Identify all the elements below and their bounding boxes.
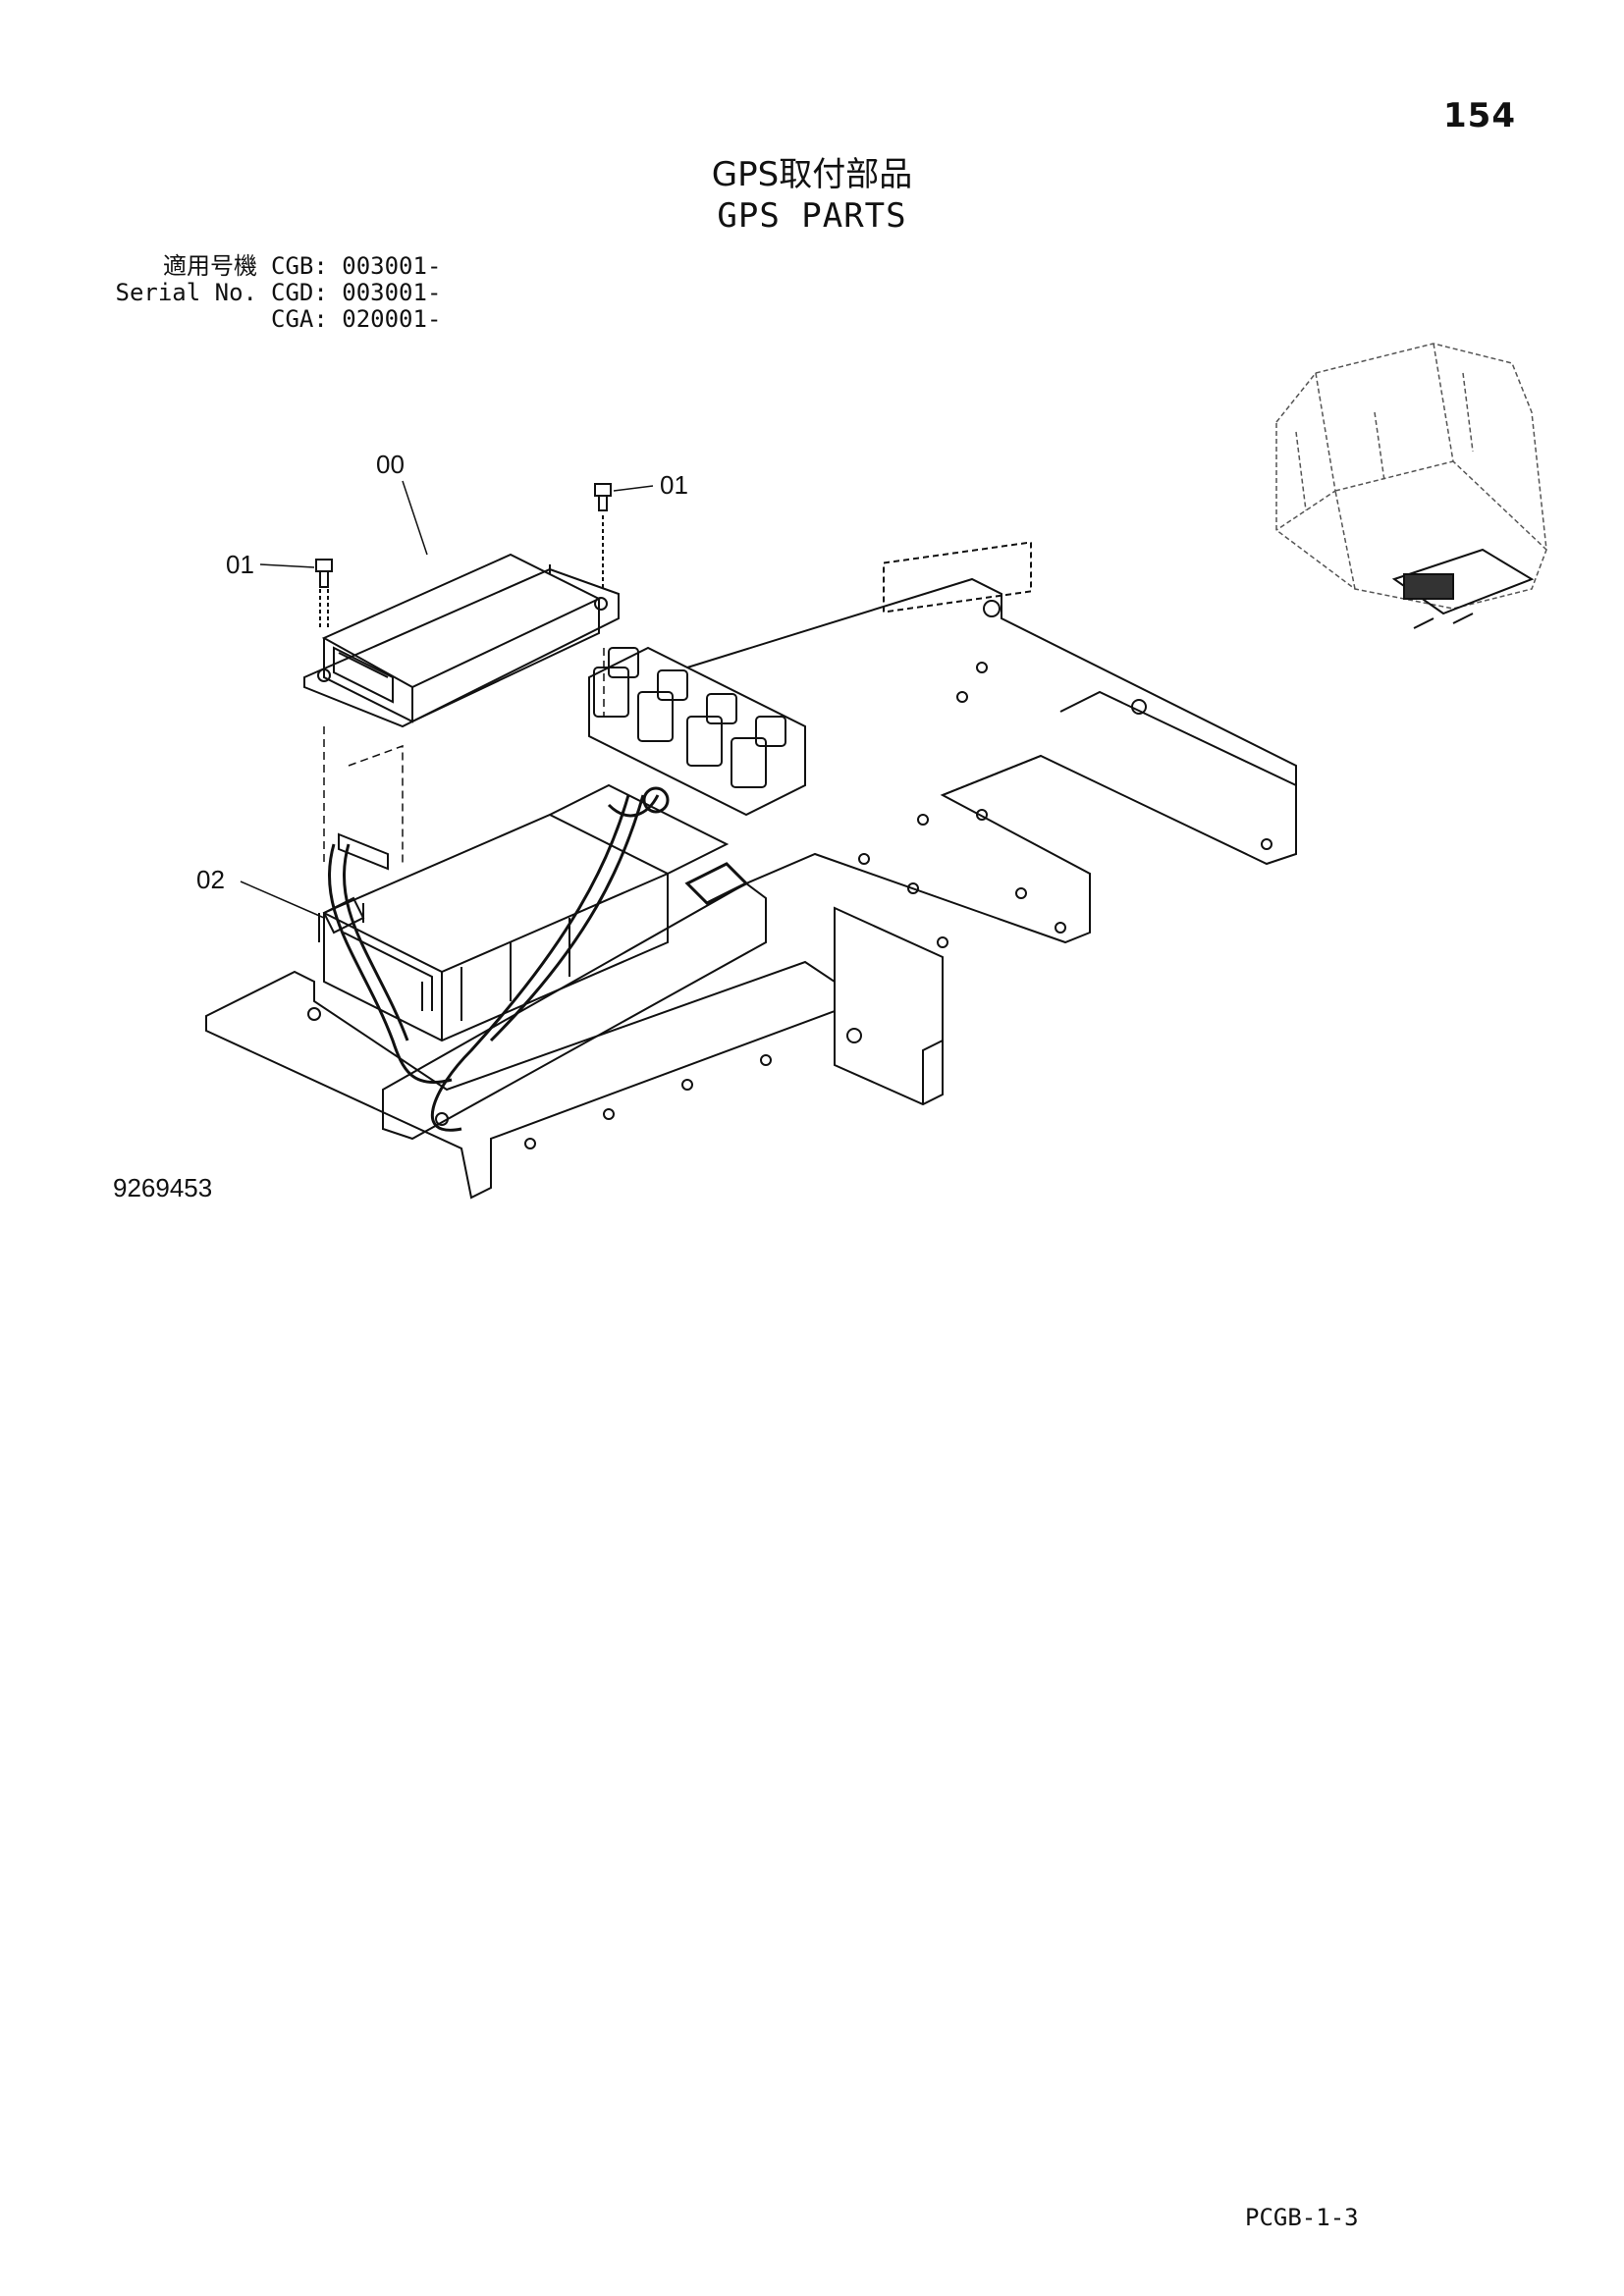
serial-row: CGA: 020001- xyxy=(110,306,441,333)
alignment-lines xyxy=(323,648,605,864)
gps-unit xyxy=(303,553,620,728)
callout-label-bolt-left: 01 xyxy=(226,550,254,579)
figure-number: 9269453 xyxy=(113,1173,213,1202)
page-title-japanese: GPS取付部品 xyxy=(711,155,913,194)
serial-value: CGD: 003001- xyxy=(271,279,442,306)
controller-box xyxy=(323,783,730,1042)
mounting-plate xyxy=(686,541,1297,1106)
callout-label-gps-unit: 00 xyxy=(376,450,405,479)
serial-row: Serial No. CGD: 003001- xyxy=(110,279,442,306)
wiring-harness xyxy=(328,786,749,1132)
serial-number-block: 適用号機 CGB: 003001- Serial No. CGD: 003001… xyxy=(110,253,442,333)
base-tray xyxy=(205,960,836,1200)
serial-value: CGB: 003001- xyxy=(271,252,442,280)
serial-row: 適用号機 CGB: 003001- xyxy=(110,253,441,280)
cab-overview-highlight xyxy=(1391,548,1535,629)
harness-clamp xyxy=(318,832,389,942)
serial-label-english: Serial No. xyxy=(115,279,258,306)
callout-label-bolt-right: 01 xyxy=(660,470,688,500)
callout-leaders xyxy=(240,480,654,919)
support-bar xyxy=(382,881,767,1141)
page-number: 154 xyxy=(1443,96,1516,135)
serial-value: CGA: 020001- xyxy=(271,305,442,333)
relay-bank xyxy=(588,646,806,817)
page-title-english: GPS PARTS xyxy=(717,196,907,236)
bolt-right xyxy=(594,483,612,589)
bolt-left xyxy=(315,559,333,628)
footer-code: PCGB-1-3 xyxy=(1245,2204,1359,2231)
callout-label-clamp: 02 xyxy=(196,865,225,894)
cab-overview-illustration xyxy=(1275,343,1547,610)
serial-label-japanese: 適用号機 xyxy=(163,252,257,280)
